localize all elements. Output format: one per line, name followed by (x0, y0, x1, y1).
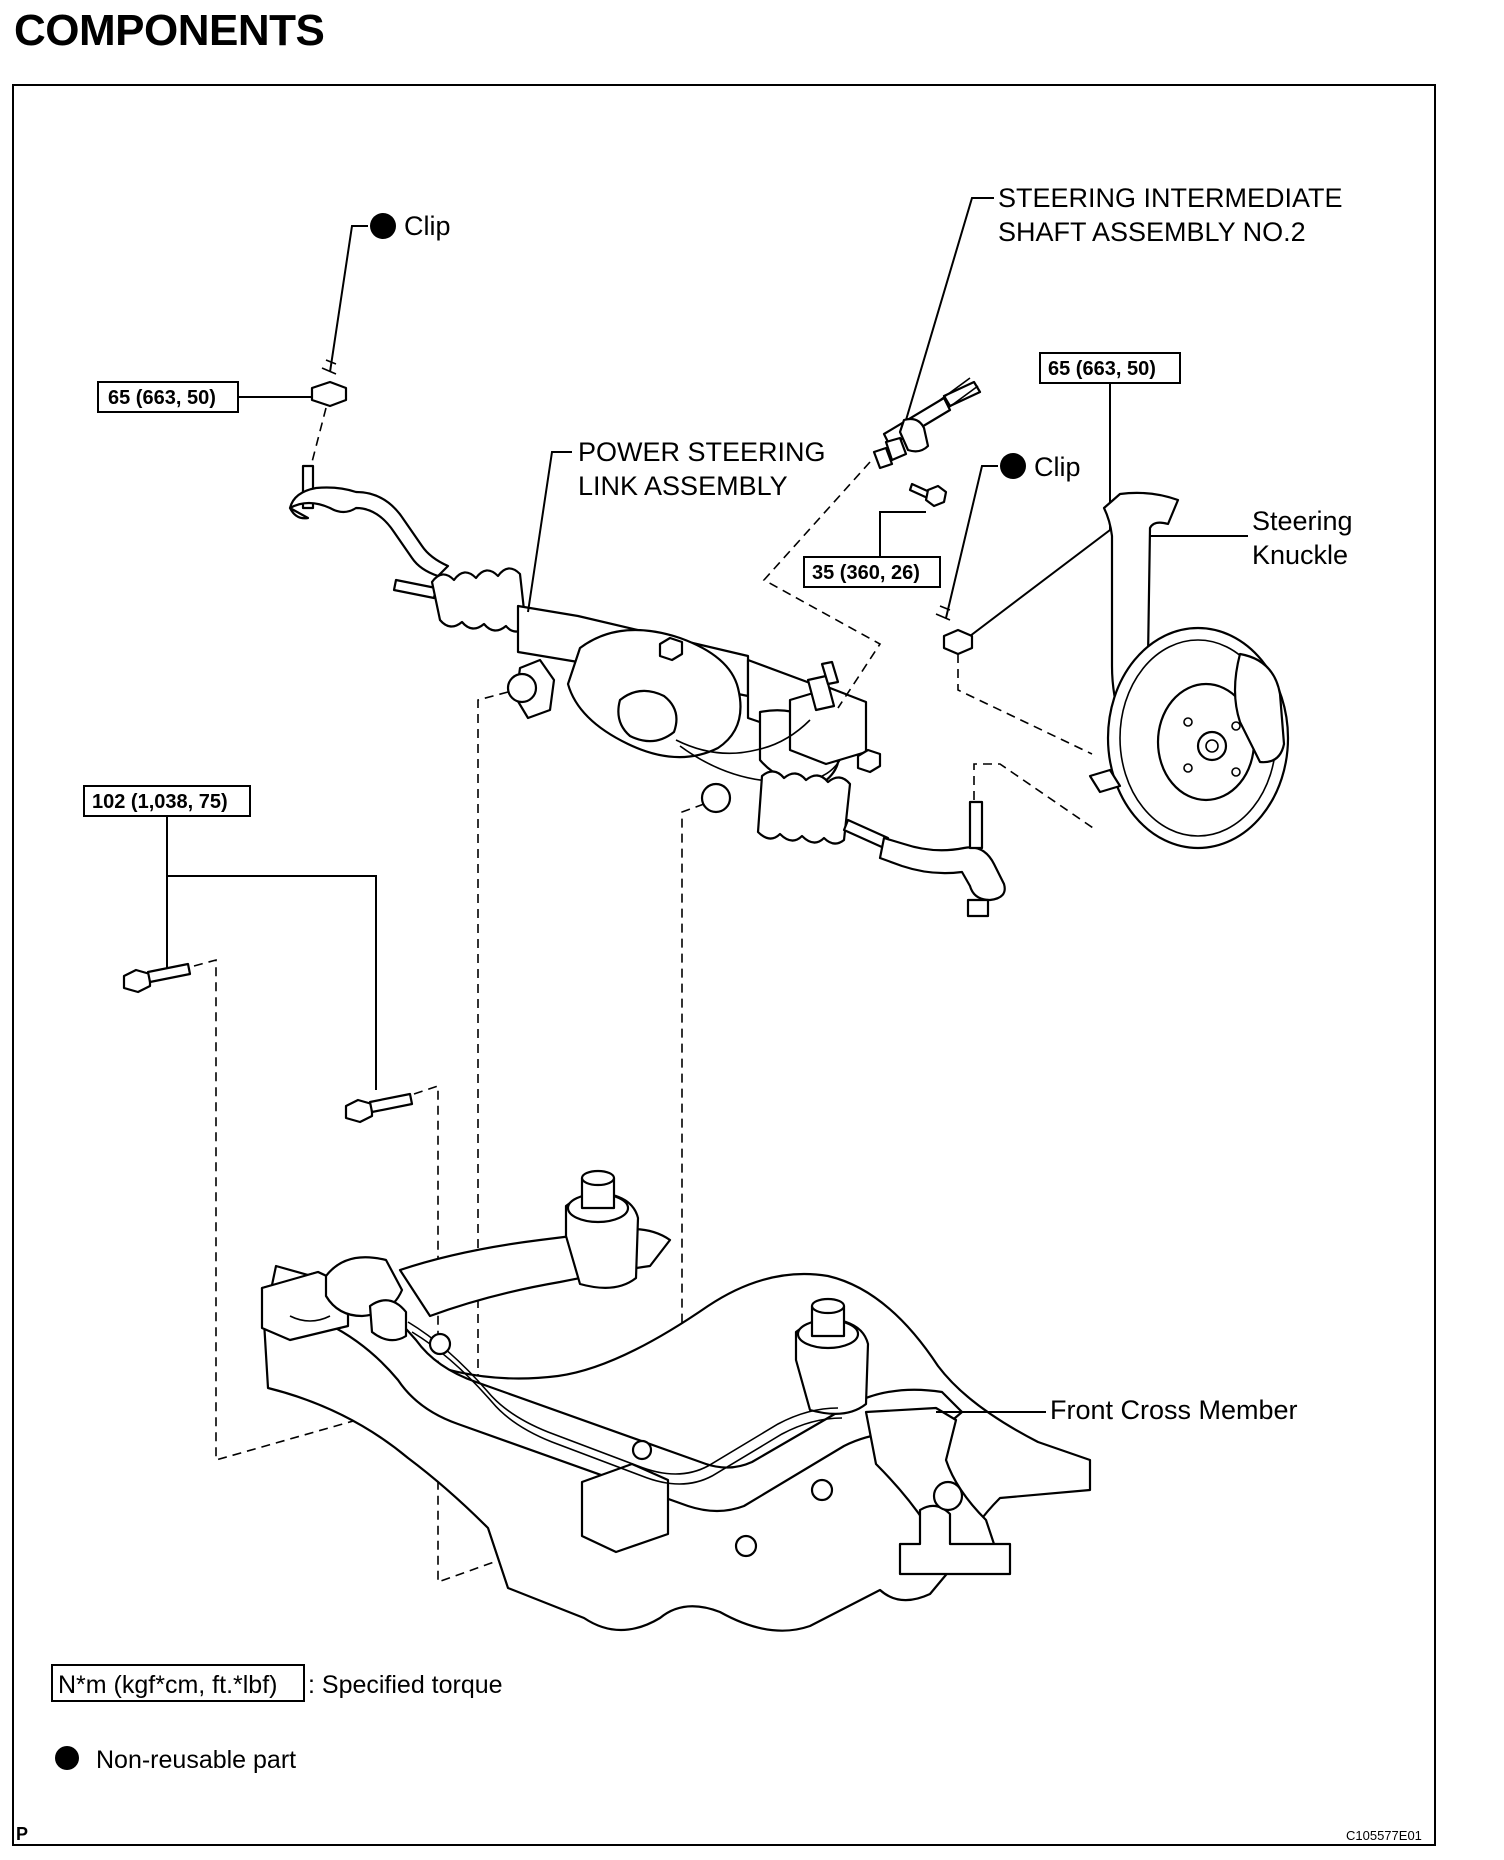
right-tie-rod-nut (942, 628, 974, 656)
bolt-icon (344, 1098, 374, 1124)
svg-text:Steering: Steering (1252, 506, 1353, 536)
nut-icon (856, 748, 882, 774)
clip-right-icon (935, 605, 951, 621)
right-clip-callout: Clip (935, 452, 1081, 621)
svg-text:35 (360, 26): 35 (360, 26) (812, 562, 920, 584)
rack-mount-nut-lower (856, 748, 882, 774)
castle-nut-icon (942, 628, 974, 656)
intermediate-bolt (908, 482, 948, 508)
nonreusable-dot-icon (370, 213, 396, 239)
torque-rack-mount-bolts: 102 (1,038, 75) (83, 785, 377, 1090)
svg-text:Knuckle: Knuckle (1252, 540, 1348, 570)
clip-left-label: Clip (404, 211, 451, 241)
front-cross-member-callout: Front Cross Member (936, 1395, 1298, 1425)
bolt-icon (122, 968, 152, 994)
figure-code: C105577E01 (1346, 1828, 1422, 1843)
nonreusable-dot-icon (55, 1746, 79, 1770)
front-cross-member (260, 1169, 1092, 1632)
torque-intermediate-bolt: 35 (360, 26) (803, 511, 941, 588)
steering-intermediate-shaft (872, 377, 982, 470)
svg-text:POWER STEERING: POWER STEERING (578, 437, 826, 467)
left-tie-rod-end (288, 464, 450, 578)
steering-knuckle-callout: Steering Knuckle (1150, 506, 1353, 570)
bolt-icon (924, 484, 948, 508)
nonreusable-dot-icon (1000, 453, 1026, 479)
left-clip-callout: Clip (321, 211, 451, 375)
mount-bolt-upper (122, 962, 192, 994)
legend-torque: N*m (kgf*cm, ft.*lbf) : Specified torque (51, 1664, 503, 1702)
svg-text:Front Cross Member: Front Cross Member (1050, 1395, 1298, 1425)
steering-knuckle (1088, 491, 1290, 850)
svg-text:Clip: Clip (1034, 452, 1081, 482)
svg-text:102 (1,038, 75): 102 (1,038, 75) (92, 791, 228, 813)
legend-nonreusable: Non-reusable part (55, 1746, 296, 1774)
svg-text:65 (663, 50): 65 (663, 50) (1048, 358, 1156, 380)
clip-left-icon (321, 359, 337, 375)
page-marker: P (16, 1824, 28, 1844)
mount-bolt-lower (344, 1092, 414, 1124)
torque-tie-rod-left: 65 (663, 50) (97, 381, 312, 413)
nonreusable-desc-label: Non-reusable part (96, 1746, 296, 1774)
torque-unit-label: N*m (kgf*cm, ft.*lbf) (58, 1671, 277, 1699)
intermediate-shaft-callout: STEERING INTERMEDIATE SHAFT ASSEMBLY NO.… (905, 183, 1343, 421)
svg-text:65 (663, 50): 65 (663, 50) (108, 387, 216, 409)
nut-icon (658, 636, 684, 662)
power-steering-link-assembly (392, 567, 890, 850)
diagram-frame (12, 84, 1436, 1846)
rack-mount-nut-upper (658, 636, 684, 662)
page-title: COMPONENTS (14, 6, 325, 55)
left-tie-rod-nut (310, 380, 348, 408)
svg-text:STEERING INTERMEDIATE: STEERING INTERMEDIATE (998, 183, 1343, 213)
torque-desc-label: : Specified torque (308, 1671, 503, 1699)
svg-text:LINK ASSEMBLY: LINK ASSEMBLY (578, 471, 788, 501)
power-steering-callout: POWER STEERING LINK ASSEMBLY (527, 437, 826, 613)
right-tie-rod-end (878, 800, 1006, 918)
svg-text:SHAFT ASSEMBLY NO.2: SHAFT ASSEMBLY NO.2 (998, 217, 1306, 247)
castle-nut-icon (310, 380, 348, 408)
